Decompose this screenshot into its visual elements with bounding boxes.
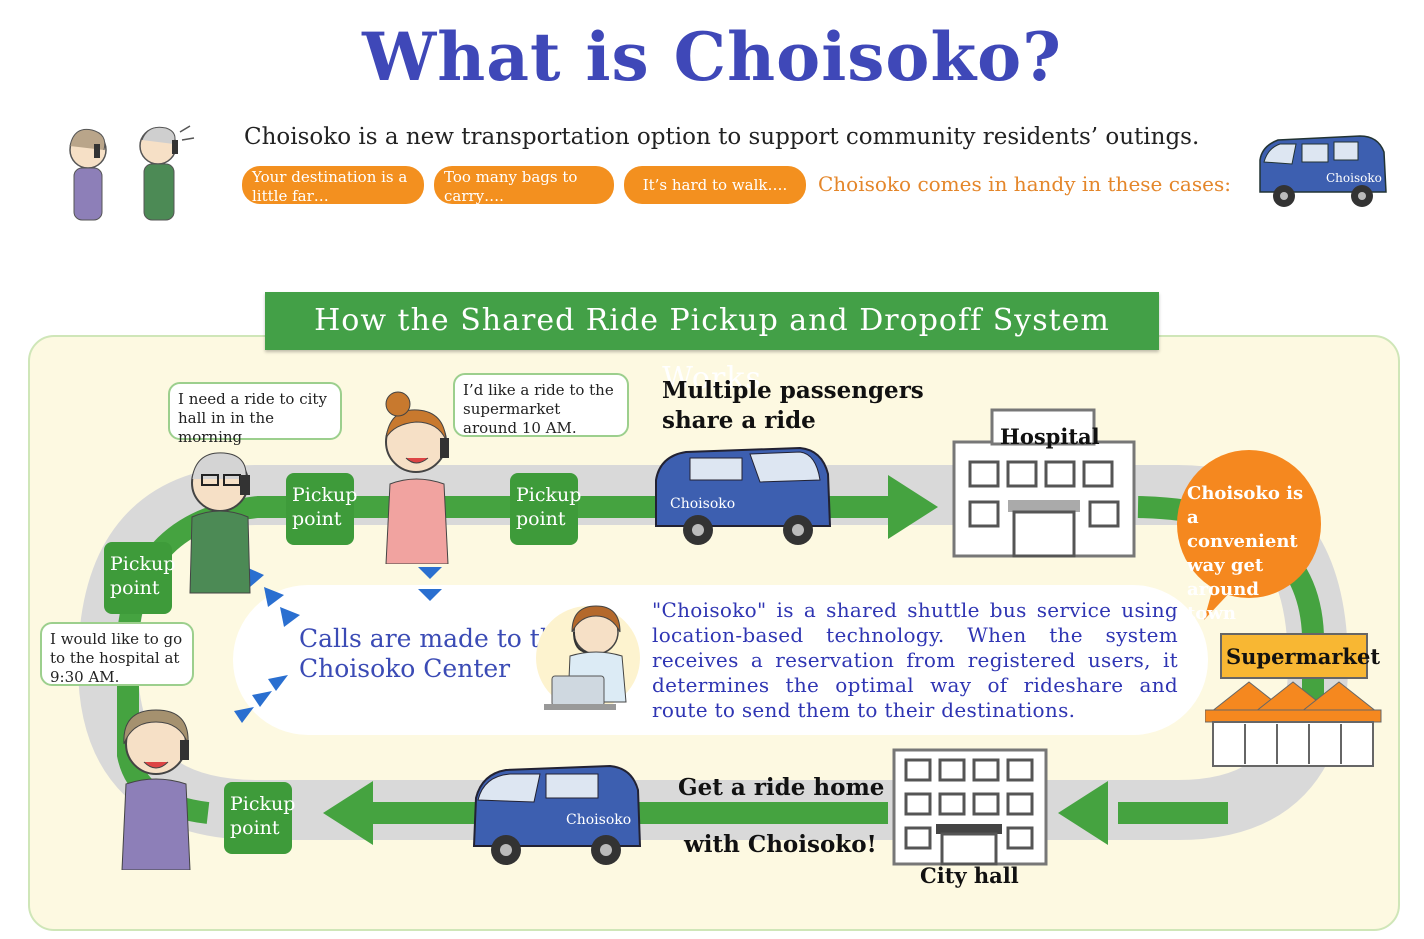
city-hall-building-icon (892, 748, 1048, 866)
supermarket-building-icon (1205, 633, 1382, 767)
ride-home-line-1: Get a ride home (678, 774, 885, 801)
arrow-left-icon (1058, 781, 1108, 845)
convenient-cloud (1177, 450, 1321, 620)
hospital-building-icon (952, 408, 1136, 558)
van-label: Choisoko (670, 496, 735, 512)
grandma-icon (121, 709, 191, 870)
van-label: Choisoko (566, 812, 631, 828)
calls-text: Calls are made to the Choisoko Center (299, 624, 571, 684)
pickup-label: Pickup (230, 793, 296, 815)
pickup-label: point (516, 508, 566, 530)
pickup-point-4: Pickup point (224, 782, 296, 854)
grandpa-icon (189, 452, 251, 594)
pickup-point-3: Pickup point (104, 542, 176, 614)
convenient-text: Choisoko is a convenient way get around … (1187, 483, 1304, 624)
bubble-grandma: I would like to go to the hospital at 9:… (40, 622, 194, 686)
calls-line: Choisoko Center (299, 654, 511, 683)
call-center-operator-icon (536, 605, 640, 710)
young-woman-icon (385, 391, 449, 564)
ride-home-line-2: with Choisoko! (684, 831, 877, 858)
handy-text: Choisoko comes in handy in these cases: (818, 172, 1231, 196)
pickup-label: point (292, 508, 342, 530)
arrow-left-icon (323, 781, 373, 845)
section-banner: How the Shared Ride Pickup and Dropoff S… (265, 292, 1159, 396)
pickup-label: point (110, 577, 160, 599)
van-label: Choisoko (1326, 171, 1382, 185)
pickup-label: point (230, 817, 280, 839)
pickup-label: Pickup (110, 553, 176, 575)
bubble-grandpa: I need a ride to city hall in in the mor… (168, 382, 342, 446)
case-pill-bags: Too many bags to carry…. (434, 166, 614, 204)
multiple-passengers-label: Multiple passengers share a ride (662, 376, 924, 436)
label-line: share a ride (662, 407, 816, 434)
page-title: What is Choisoko? (362, 18, 1062, 96)
case-pill-walk: It’s hard to walk…. (624, 166, 806, 204)
people-calling-icon (69, 125, 195, 221)
intro-text: Choisoko is a new transportation option … (244, 124, 1200, 150)
van-icon: Choisoko (655, 446, 832, 545)
hospital-label: Hospital (1000, 424, 1100, 449)
city-hall-label: City hall (920, 863, 1019, 888)
case-pill-far: Your destination is a little far… (242, 166, 424, 204)
supermarket-label: Supermarket (1226, 644, 1381, 669)
service-description: "Choisoko" is a shared shuttle bus servi… (652, 598, 1178, 722)
pickup-point-1: Pickup point (286, 473, 358, 545)
pickup-label: Pickup (516, 484, 582, 506)
van-icon: Choisoko (1259, 135, 1387, 207)
bubble-woman: I’d like a ride to the supermarket aroun… (453, 373, 629, 437)
pickup-label: Pickup (292, 484, 358, 506)
calls-line: Calls are made to the (299, 624, 571, 653)
van-icon: Choisoko (472, 764, 642, 865)
label-line: Multiple passengers (662, 377, 924, 404)
arrow-right-icon (888, 475, 938, 539)
pickup-point-2: Pickup point (510, 473, 582, 545)
